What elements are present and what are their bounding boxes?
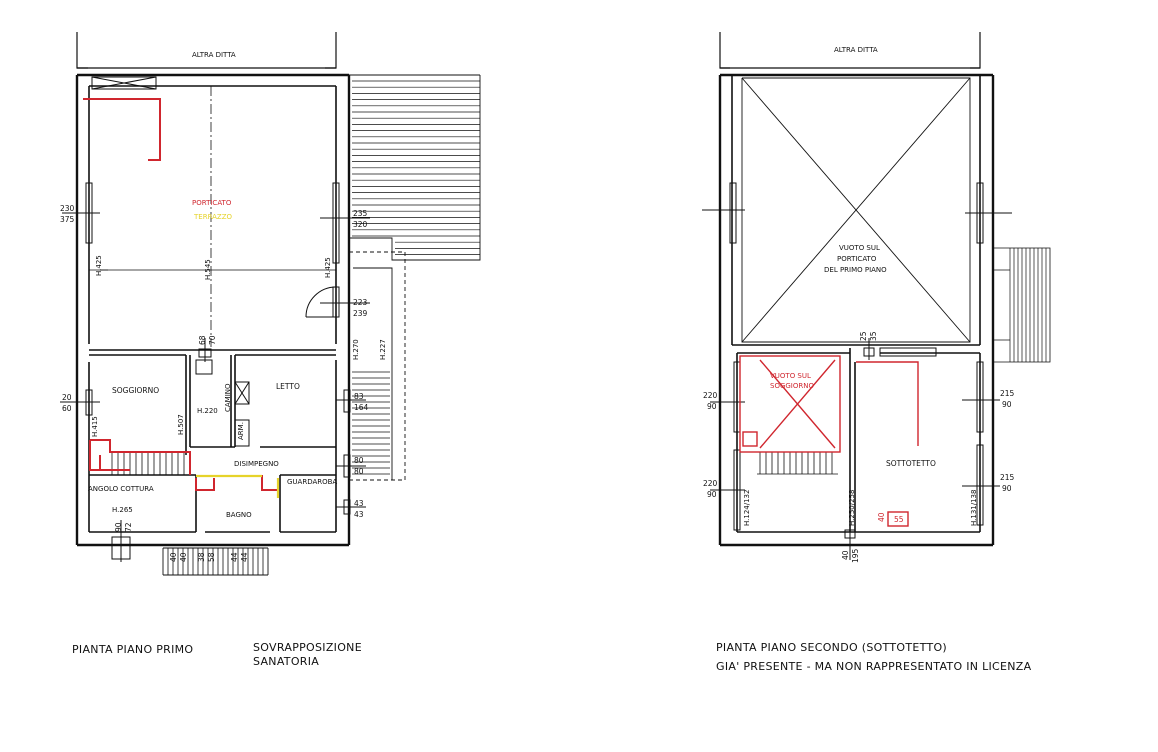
stair-left-dashed <box>348 251 406 481</box>
label-vuoto-1: VUOTO SUL <box>839 244 880 252</box>
caption-sanatoria: SANATORIA <box>253 655 319 668</box>
win-dim-44b: 44 <box>240 552 249 562</box>
win-dim-40b: 40 <box>179 552 188 562</box>
internal-stair-left <box>111 453 185 475</box>
win-dim-58: 58 <box>207 552 216 562</box>
win-dim-68: 68 <box>198 335 207 345</box>
win-dim-72: 72 <box>124 522 133 532</box>
vuoto-cross <box>741 77 971 343</box>
win-dim-320: 320 <box>353 220 368 229</box>
height-h507: H.507 <box>177 414 185 435</box>
neighbour-outline-left <box>76 32 337 69</box>
label-soggiorno: SOGGIORNO <box>112 386 159 395</box>
height-h425-left: H.425 <box>95 255 103 276</box>
sanatoria-yellow-left <box>196 474 280 498</box>
win-dim-230: 230 <box>60 204 75 213</box>
win-dim-r-90d: 90 <box>1002 484 1012 493</box>
inner-walls-left <box>88 85 337 533</box>
win-dim-r-90a: 90 <box>707 402 717 411</box>
neighbour-outline-right <box>719 32 981 69</box>
caption-sovrapposizione: SOVRAPPOSIZIONE <box>253 641 362 654</box>
plan-left <box>60 32 481 576</box>
height-h250: H.250/258 <box>848 490 856 526</box>
label-guardaroba: GUARDAROBA <box>287 478 337 486</box>
win-dim-38: 38 <box>197 552 206 562</box>
label-altra-ditta-left: ALTRA DITTA <box>192 51 236 59</box>
win-dim-r-25: 25 <box>859 331 868 341</box>
window-marks-left <box>60 182 370 562</box>
win-dim-80a: 80 <box>354 456 364 465</box>
label-porticato: PORTICATO <box>192 199 232 207</box>
win-dim-r-35: 35 <box>869 331 878 341</box>
win-dim-r-195: 195 <box>851 548 860 563</box>
label-bagno: BAGNO <box>226 511 252 519</box>
win-dim-164: 164 <box>354 403 369 412</box>
plan-right <box>702 32 1051 560</box>
ext-stair-steps-right <box>1009 248 1047 362</box>
height-h545: H.545 <box>204 259 212 280</box>
sanatoria-red-left <box>83 98 279 498</box>
height-h220: H.220 <box>197 407 218 415</box>
label-vuoto-sogg-1: VUOTO SUL <box>770 372 811 380</box>
height-h415: H.415 <box>91 416 99 437</box>
caption-piano-secondo: PIANTA PIANO SECONDO (SOTTOTETTO) <box>716 641 947 654</box>
height-h265: H.265 <box>112 506 133 514</box>
win-dim-80b: 80 <box>354 467 364 476</box>
label-letto: LETTO <box>276 382 300 391</box>
entrance-steps <box>167 548 264 575</box>
win-dim-83: 83 <box>354 392 364 401</box>
label-vuoto-3: DEL PRIMO PIANO <box>824 266 887 274</box>
label-sottotetto: SOTTOTETTO <box>886 459 936 468</box>
caption-piano-primo: PIANTA PIANO PRIMO <box>72 643 193 656</box>
label-disimpegno: DISIMPEGNO <box>234 460 279 468</box>
height-h425-right: H.425 <box>324 257 332 278</box>
height-h270: H.270 <box>352 339 360 360</box>
label-vuoto-2: PORTICATO <box>837 255 877 263</box>
terrace-hatch-left <box>348 74 481 261</box>
win-dim-223: 223 <box>353 298 368 307</box>
win-dim-20: 20 <box>62 393 72 402</box>
win-dim-r-215a: 215 <box>1000 389 1015 398</box>
win-dim-r-215b: 215 <box>1000 473 1015 482</box>
win-dim-43a: 43 <box>354 499 364 508</box>
win-dim-375: 375 <box>60 215 75 224</box>
fixtures-left <box>91 76 250 447</box>
win-dim-r-55: 55 <box>894 515 904 524</box>
win-dim-r-90c: 90 <box>1002 400 1012 409</box>
win-dim-40a: 40 <box>169 552 178 562</box>
win-dim-r-90b: 90 <box>707 490 717 499</box>
win-dim-r-220a: 220 <box>703 391 718 400</box>
win-dim-r-40a: 40 <box>841 550 850 560</box>
height-h124: H.124/132 <box>743 490 751 526</box>
win-dim-90: 90 <box>114 522 123 532</box>
win-dim-r-220b: 220 <box>703 479 718 488</box>
caption-gia-presente: GIA' PRESENTE - MA NON RAPPRESENTATO IN … <box>716 660 1032 673</box>
win-dim-43b: 43 <box>354 510 364 519</box>
outer-walls-right <box>718 73 995 547</box>
win-dim-235: 235 <box>353 209 368 218</box>
stair-steps-left <box>352 371 390 475</box>
label-terrazzo: TERRAZZO <box>193 213 233 221</box>
door-arc-left <box>305 286 337 318</box>
label-angolo-cottura: ANGOLO COTTURA <box>88 485 154 493</box>
win-dim-44a: 44 <box>230 552 239 562</box>
sottotetto-red-right <box>739 355 919 527</box>
ext-stair-right <box>993 247 1051 363</box>
terrace-lines <box>352 80 480 255</box>
win-dim-239: 239 <box>353 309 368 318</box>
label-vuoto-sogg-2: SOGGIORNO <box>770 382 814 390</box>
win-dim-70: 70 <box>208 335 217 345</box>
label-altra-ditta-right: ALTRA DITTA <box>834 46 878 54</box>
win-dim-r-40b: 40 <box>877 512 886 522</box>
label-camino: CAMINO <box>224 383 232 412</box>
height-h227: H.227 <box>379 339 387 360</box>
win-dim-60: 60 <box>62 404 72 413</box>
internal-stair-right <box>757 451 838 475</box>
label-arm: ARM. <box>237 422 245 440</box>
inner-walls-right <box>731 75 981 533</box>
height-h131: H.131/138 <box>970 490 978 526</box>
